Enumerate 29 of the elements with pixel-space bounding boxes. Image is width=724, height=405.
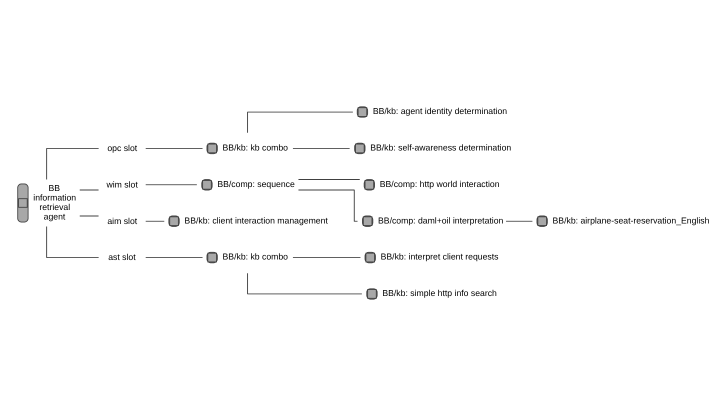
connector bbox=[247, 111, 354, 133]
node-label: BB/comp: http world interaction bbox=[380, 178, 500, 188]
node-label: BB/comp: sequence bbox=[217, 178, 295, 188]
connector bbox=[292, 256, 361, 258]
connector bbox=[506, 220, 533, 222]
connector bbox=[145, 220, 165, 222]
node-label: BB/kb: simple http info search bbox=[382, 288, 497, 298]
node-label: BB information retrieval agent bbox=[33, 182, 76, 221]
node-label: BB/kb: interpret client requests bbox=[380, 251, 499, 262]
node-text: wim slot bbox=[106, 178, 138, 189]
node-text: opc slot bbox=[107, 142, 138, 153]
connector bbox=[79, 215, 99, 216]
connector bbox=[298, 189, 358, 222]
node-label: BB/kb: kb combo bbox=[222, 142, 288, 152]
node-label: BB/kb: agent identity determination bbox=[372, 106, 508, 116]
node-label: BB/kb: self-awareness determination bbox=[370, 142, 512, 152]
connector bbox=[79, 189, 99, 190]
node-text: aim slot bbox=[107, 215, 138, 226]
node-text: ast slot bbox=[108, 252, 136, 262]
node-label: BB/comp: daml+oil interpretation bbox=[378, 214, 504, 225]
connector bbox=[145, 184, 198, 185]
connector bbox=[46, 226, 99, 258]
node-label: BB/kb: airplane-seat-reservation_English bbox=[552, 214, 710, 225]
connector bbox=[298, 178, 360, 180]
connector bbox=[145, 256, 203, 258]
node-label: BB/kb: kb combo bbox=[222, 251, 288, 262]
connector bbox=[247, 272, 362, 294]
connector bbox=[46, 148, 99, 180]
node-label: BB/kb: client interaction management bbox=[184, 214, 328, 225]
